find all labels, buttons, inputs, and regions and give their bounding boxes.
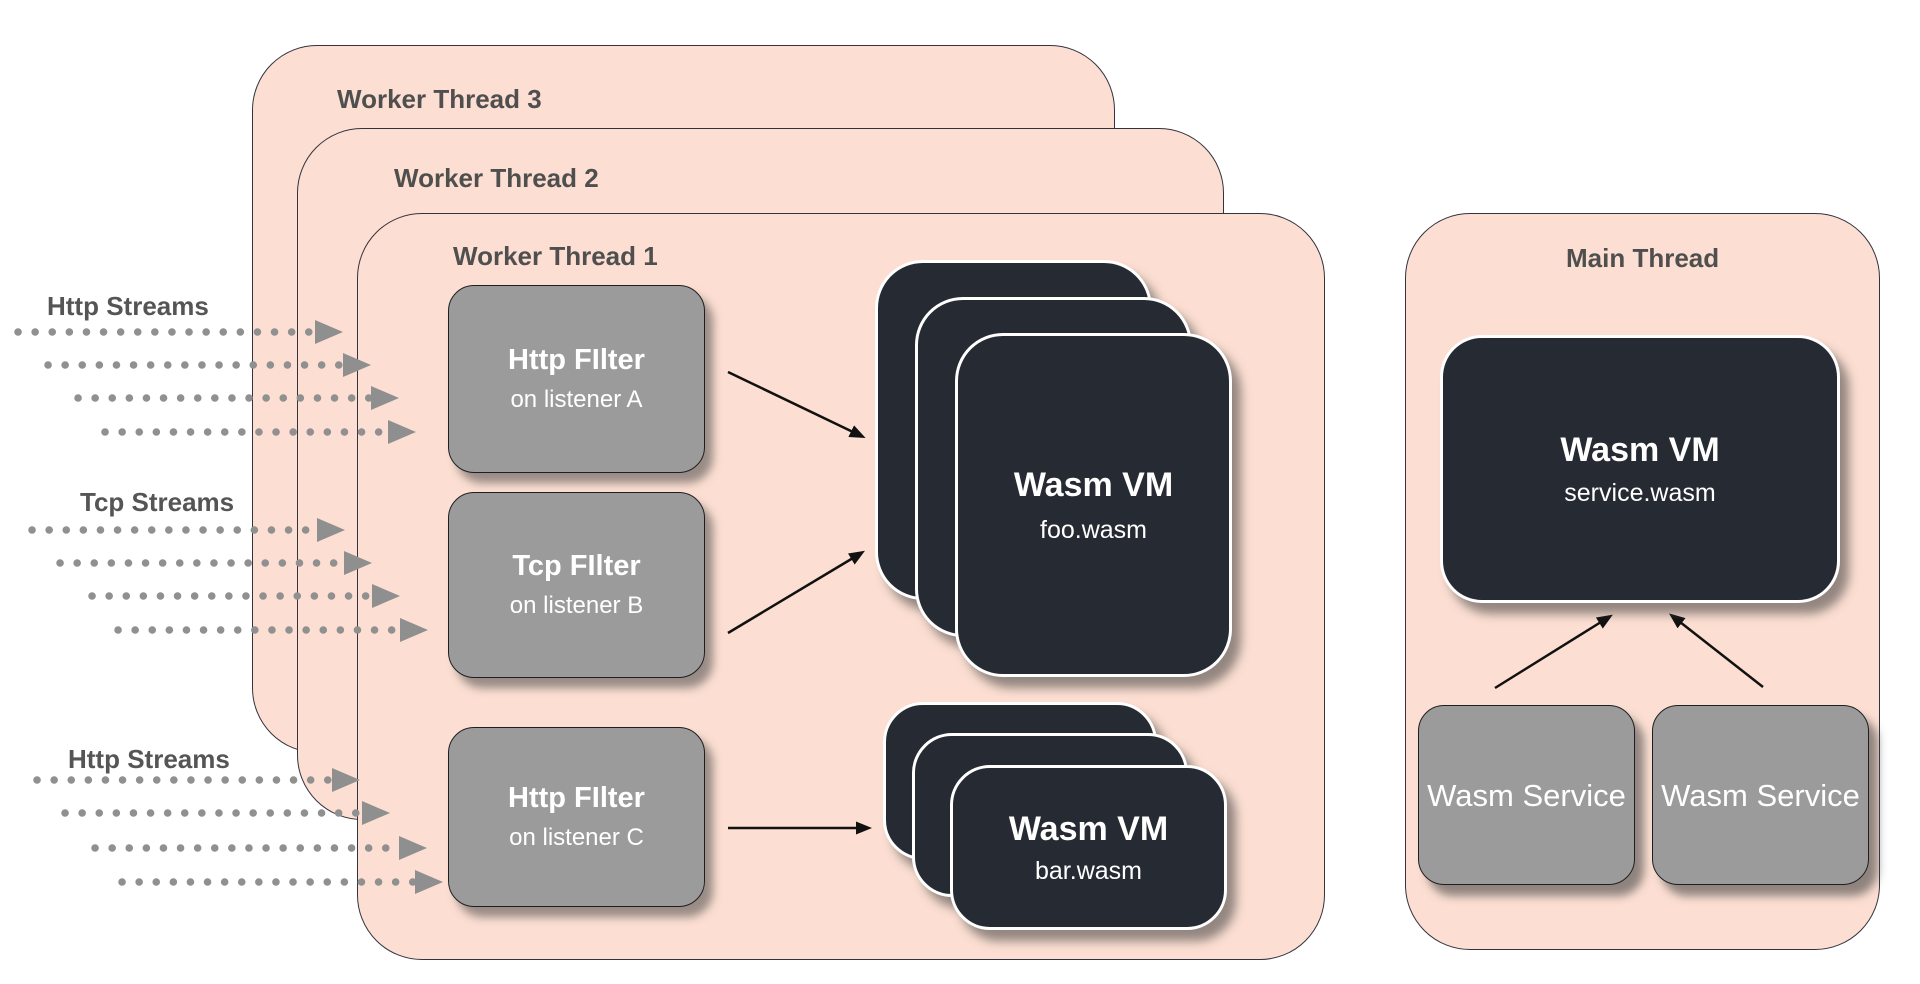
vm-subtitle: bar.wasm (1035, 856, 1142, 885)
worker-thread-2-label: Worker Thread 2 (394, 163, 599, 193)
wasm-service-box-right: Wasm Service (1652, 705, 1869, 885)
wasm-vm-bar-box: Wasm VM bar.wasm (950, 765, 1227, 930)
service-label: Wasm Service (1427, 777, 1626, 813)
http-streams-bottom-label: Http Streams (68, 744, 230, 774)
service-label: Wasm Service (1661, 777, 1860, 813)
filter-subtitle: on listener B (509, 592, 644, 619)
vm-subtitle: service.wasm (1564, 478, 1716, 507)
filter-title: Tcp FIlter (512, 550, 641, 582)
filter-subtitle: on listener C (509, 824, 644, 851)
worker-thread-3-label: Worker Thread 3 (337, 84, 542, 114)
filter-title: Http FIlter (508, 344, 645, 376)
main-thread-label: Main Thread (1566, 243, 1720, 273)
vm-title: Wasm VM (1013, 465, 1174, 504)
http-filter-a-box: Http FIlter on listener A (448, 285, 705, 473)
filter-title: Http FIlter (508, 782, 645, 814)
http-streams-top-label: Http Streams (47, 291, 209, 321)
vm-title: Wasm VM (1560, 430, 1720, 469)
worker-thread-1-label: Worker Thread 1 (453, 241, 658, 271)
wasm-vm-foo-box: Wasm VM foo.wasm (955, 333, 1232, 677)
wasm-vm-service-box: Wasm VM service.wasm (1440, 335, 1840, 603)
filter-subtitle: on listener A (510, 386, 643, 413)
tcp-streams-label: Tcp Streams (80, 487, 235, 517)
tcp-filter-b-box: Tcp FIlter on listener B (448, 492, 705, 678)
vm-subtitle: foo.wasm (1040, 515, 1147, 544)
http-filter-c-box: Http FIlter on listener C (448, 727, 705, 907)
vm-title: Wasm VM (1008, 809, 1169, 848)
wasm-service-box-left: Wasm Service (1418, 705, 1635, 885)
